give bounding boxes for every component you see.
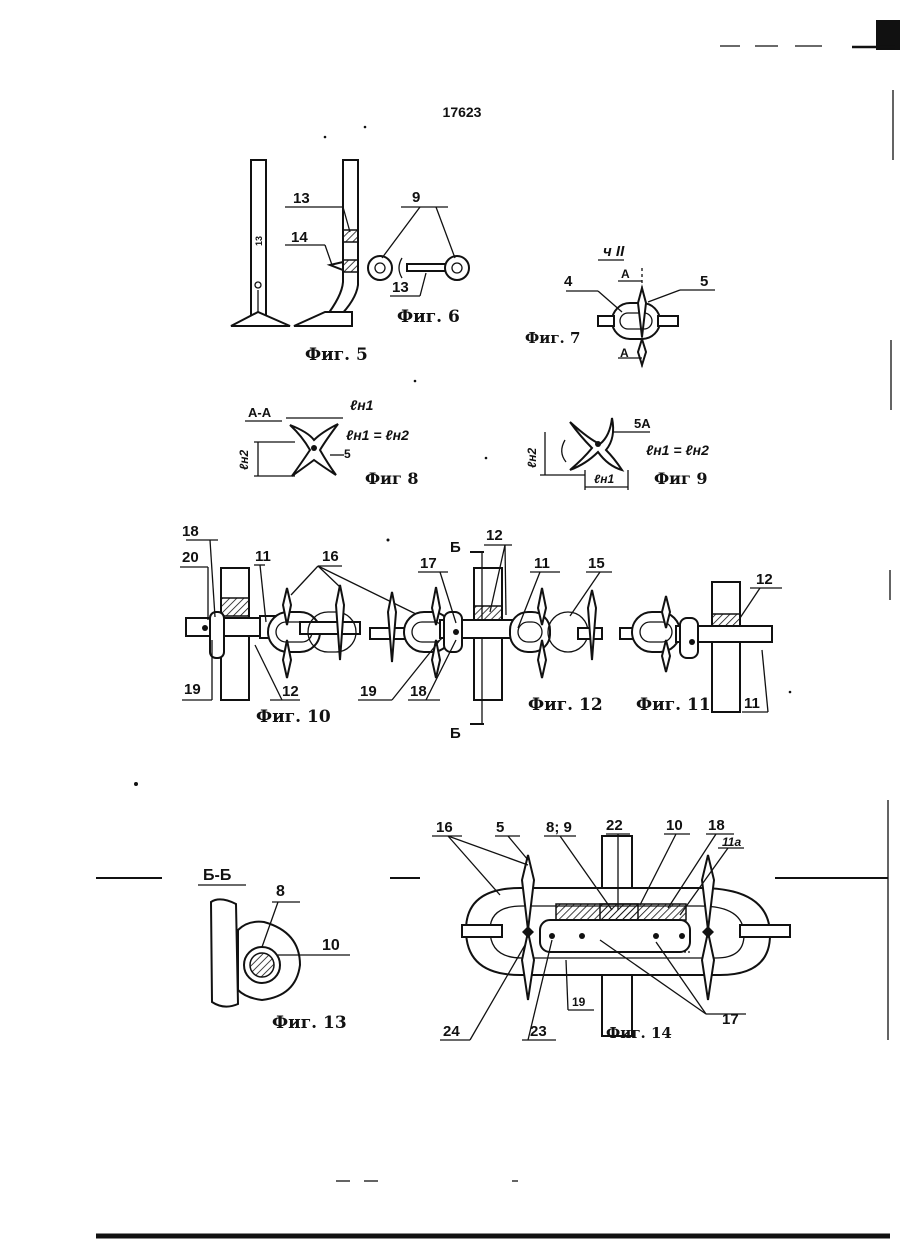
fig12-caption: Фиг. 12	[528, 695, 603, 715]
fig12-label-19: 19	[360, 683, 377, 700]
fig14-label-16: 16	[436, 819, 453, 836]
fig10-label-12: 12	[282, 683, 299, 700]
fig7-label-5: 5	[700, 273, 708, 290]
fig8-label-5: 5	[344, 447, 351, 461]
svg-text:13: 13	[254, 236, 264, 246]
figure-9: ℓн2 ℓн1 = ℓн2 ℓн1 5А Фиг 9	[525, 416, 709, 490]
fig9-dim-ln1: ℓн1	[594, 472, 614, 486]
fig11-caption: Фиг. 11	[636, 695, 711, 715]
fig12-label-15: 15	[588, 555, 605, 572]
fig8-section-label: А-А	[248, 405, 272, 420]
fig13-label-8: 8	[276, 883, 285, 900]
fig11-label-11: 11	[744, 695, 760, 712]
fig14-label-11a: 11а	[722, 835, 741, 849]
fig6-label-14: 14	[291, 229, 308, 246]
fig14-label-5: 5	[496, 819, 504, 836]
fig12-label-11: 11	[534, 555, 550, 572]
fig12-label-18: 18	[410, 683, 427, 700]
fig6-caption: Фиг. 6	[397, 307, 460, 327]
fig13-label-10: 10	[322, 937, 340, 954]
fig10-label-18: 18	[182, 523, 199, 540]
figure-8: А-А ℓн1 ℓн1 = ℓн2 ℓн2 5 Фиг 8	[237, 397, 419, 488]
fig14-label-23: 23	[530, 1023, 547, 1040]
figure-13: Б-Б 8 10 Фиг. 13	[198, 867, 350, 1033]
fig8-caption: Фиг 8	[365, 469, 419, 488]
fig8-dim-equal: ℓн1 = ℓн2	[346, 427, 409, 443]
fig14-caption: Фиг. 14	[606, 1024, 672, 1042]
fig7-section-a-top: А	[621, 267, 630, 281]
fig13-section-label: Б-Б	[203, 867, 231, 884]
figure-11: 12 11 Фиг. 11	[620, 571, 782, 715]
fig7-label-4: 4	[564, 273, 573, 290]
fig8-dim-ln2: ℓн2	[237, 450, 251, 470]
patent-number: 17623	[443, 104, 482, 120]
figure-7: ч II 4 5 А А Фиг. 7	[525, 243, 715, 370]
fig11-label-12: 12	[756, 571, 773, 588]
fig12-section-mark-top: Б	[450, 539, 461, 556]
fig9-label-5a: 5А	[634, 416, 651, 431]
fig9-dim-ln2: ℓн2	[525, 448, 539, 468]
fig9-dim-equal: ℓн1 = ℓн2	[646, 442, 709, 458]
fig7-caption: Фиг. 7	[525, 329, 580, 347]
fig6-label-13-top: 13	[293, 190, 310, 207]
fig14-label-10: 10	[666, 817, 683, 834]
fig12-label-17: 17	[420, 555, 437, 572]
fig10-label-19: 19	[184, 681, 201, 698]
fig12-section-mark-bottom: Б	[450, 725, 461, 742]
fig14-label-17: 17	[722, 1011, 739, 1028]
fig7-section-a-bottom: А	[620, 346, 629, 360]
fig10-label-20: 20	[182, 549, 199, 566]
fig10-label-16: 16	[322, 548, 339, 565]
fig12-label-12: 12	[486, 527, 503, 544]
fig14-label-8-9: 8; 9	[546, 819, 572, 836]
fig6-label-9: 9	[412, 189, 420, 206]
fig5-caption: Фиг. 5	[305, 345, 368, 365]
fig14-label-22: 22	[606, 817, 623, 834]
fig8-dim-ln1: ℓн1	[350, 397, 374, 413]
fig13-caption: Фиг. 13	[272, 1013, 347, 1033]
figure-14: 16 5 8; 9 22 10 18 11а 24 23 19 17 Фиг. …	[432, 817, 790, 1042]
fig6-label-13-bottom: 13	[392, 279, 409, 296]
fig14-label-18: 18	[708, 817, 725, 834]
fig10-label-11: 11	[255, 548, 271, 565]
fig7-view-label: ч II	[603, 243, 625, 260]
fig14-label-24: 24	[443, 1023, 460, 1040]
fig9-caption: Фиг 9	[654, 469, 708, 488]
figure-12: Б Б 17 12 11 15 19 18 Фиг. 12	[358, 527, 612, 742]
figure-6: 13 14 9 13 Фиг. 6	[285, 160, 469, 327]
fig10-caption: Фиг. 10	[256, 707, 331, 727]
figure-10: 18 20 11 16 19 12 Фиг. 10	[180, 523, 420, 727]
fig14-label-19: 19	[572, 995, 586, 1009]
